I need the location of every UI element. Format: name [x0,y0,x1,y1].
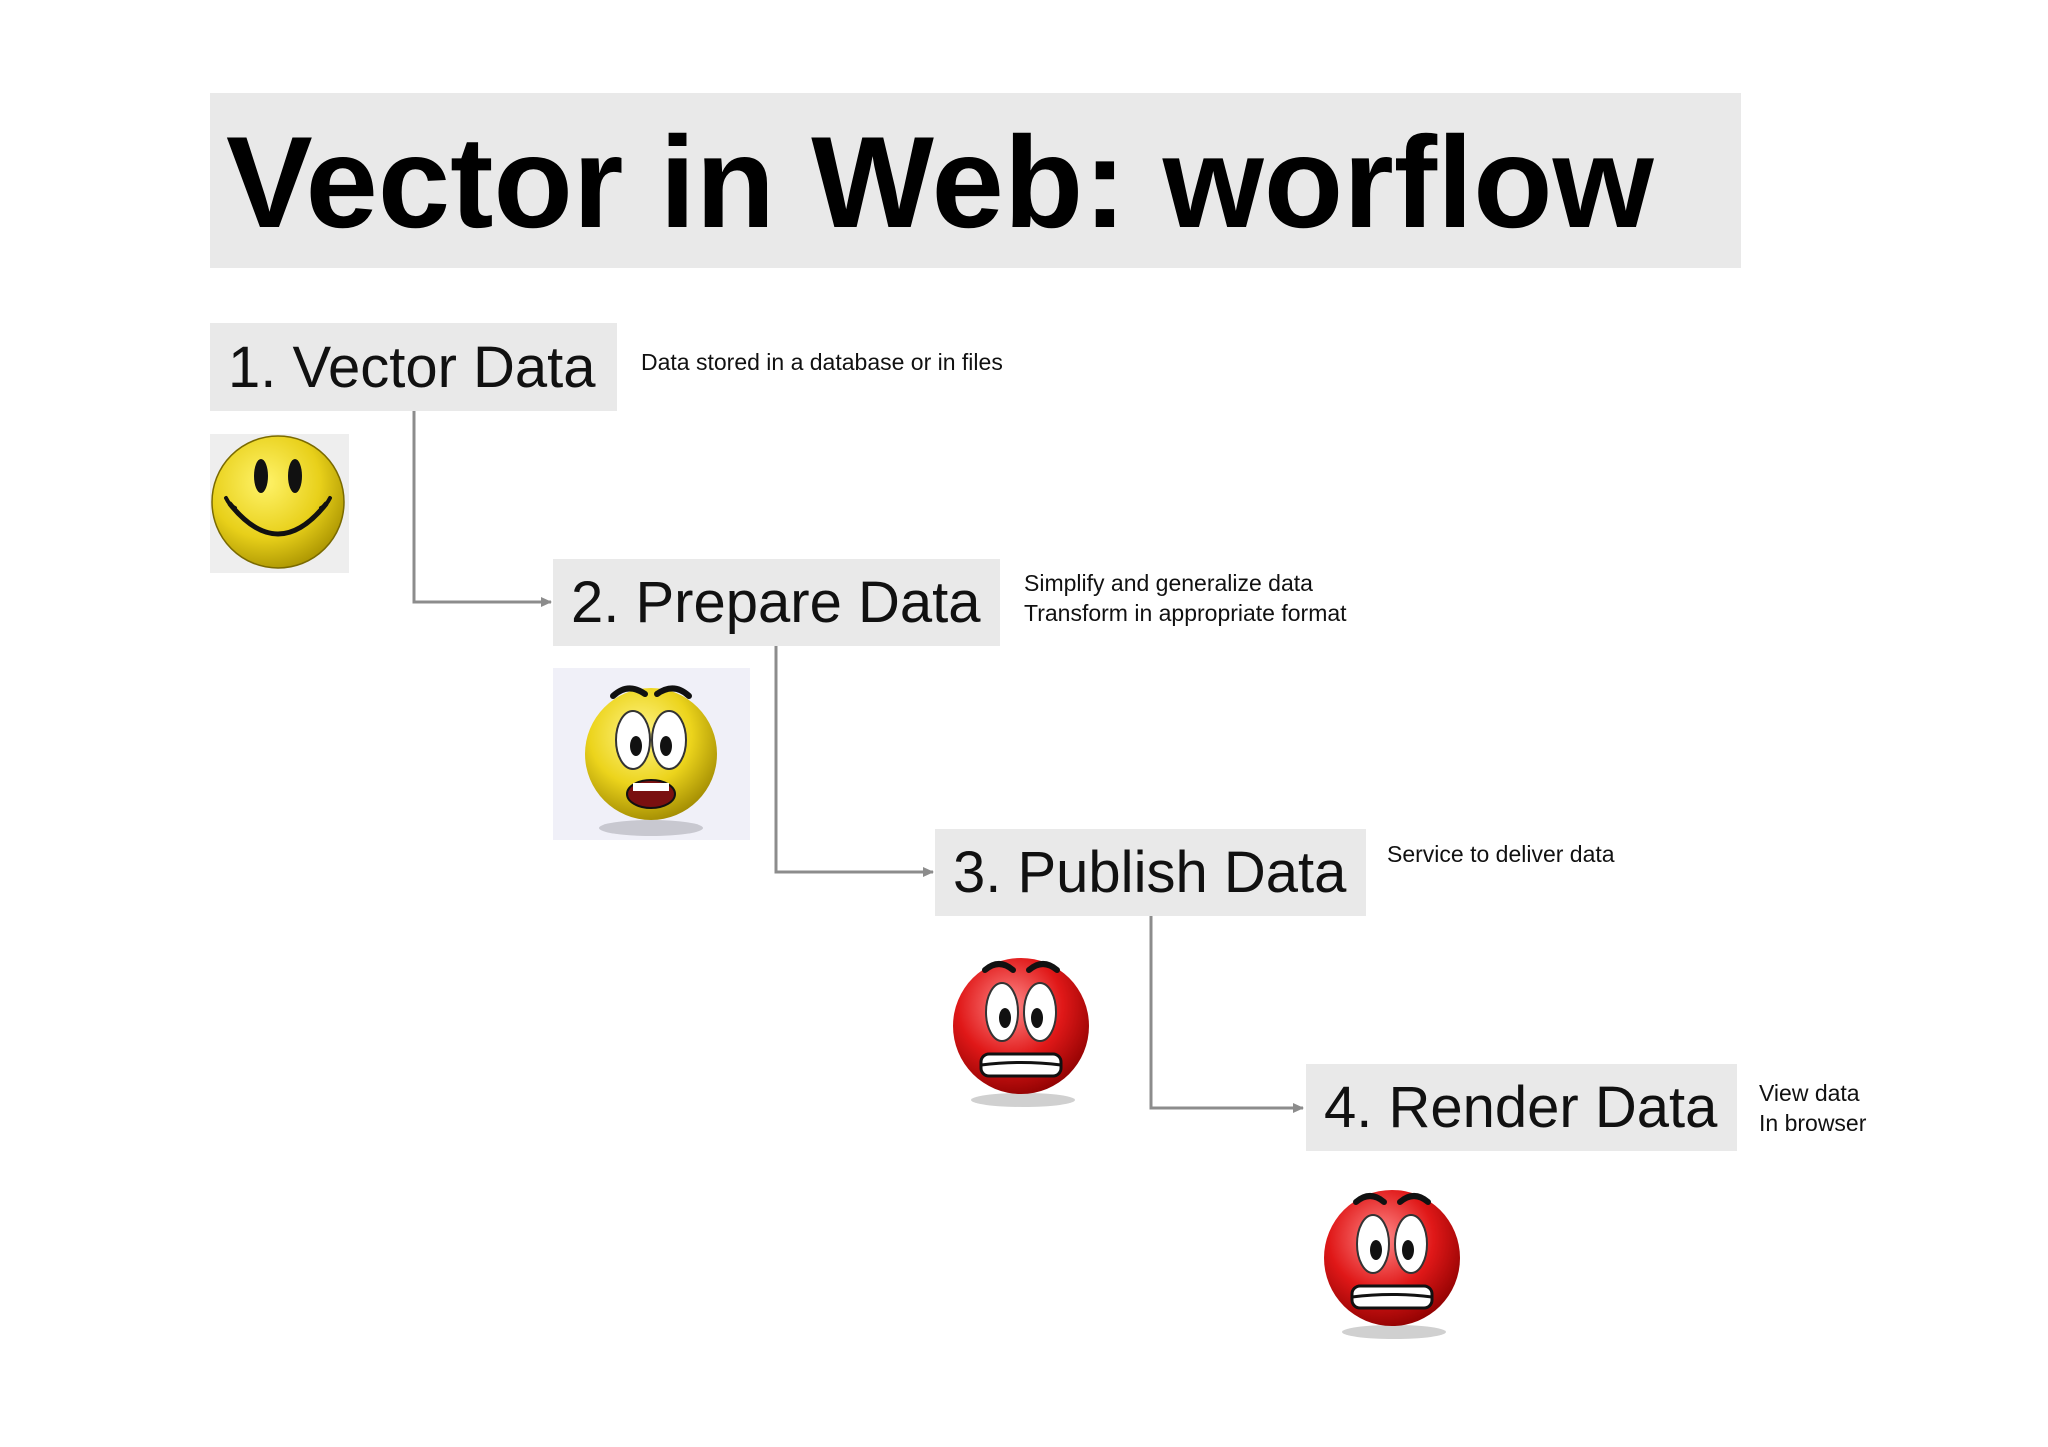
step-2-note-line-2: Transform in appropriate format [1024,600,1347,626]
page-title: Vector in Web: worflow [226,109,1654,255]
step-4-note-line-1: View data [1759,1080,1860,1106]
happy-yellow-smiley-icon [210,434,349,573]
worried-yellow-face-icon [553,668,750,840]
step-1-note: Data stored in a database or in files [641,347,1003,377]
connector-3-to-4 [1149,916,1304,1113]
step-1-label: 1. Vector Data [228,334,596,400]
step-3-note: Service to deliver data [1387,839,1615,869]
title-banner: Vector in Web: worflow [210,93,1741,268]
step-4-note: View data In browser [1759,1078,1866,1138]
step-3-box: 3. Publish Data [935,829,1366,916]
step-4-note-line-2: In browser [1759,1110,1867,1136]
step-2-label: 2. Prepare Data [571,570,981,635]
alarmed-red-face-icon [945,950,1097,1110]
step-1-note-line: Data stored in a database or in files [641,349,1003,375]
step-2-box: 2. Prepare Data [553,559,1000,646]
step-4-box: 4. Render Data [1306,1064,1737,1151]
connector-2-to-3 [774,645,934,877]
step-3-label: 3. Publish Data [953,840,1347,905]
step-4-label: 4. Render Data [1324,1075,1718,1140]
step-2-note-line-1: Simplify and generalize data [1024,570,1313,596]
step-3-note-line: Service to deliver data [1387,841,1615,867]
step-2-note: Simplify and generalize data Transform i… [1024,568,1347,628]
connector-1-to-2 [412,411,552,607]
step-1-box: 1. Vector Data [210,323,617,411]
alarmed-red-face-icon [1316,1182,1468,1342]
